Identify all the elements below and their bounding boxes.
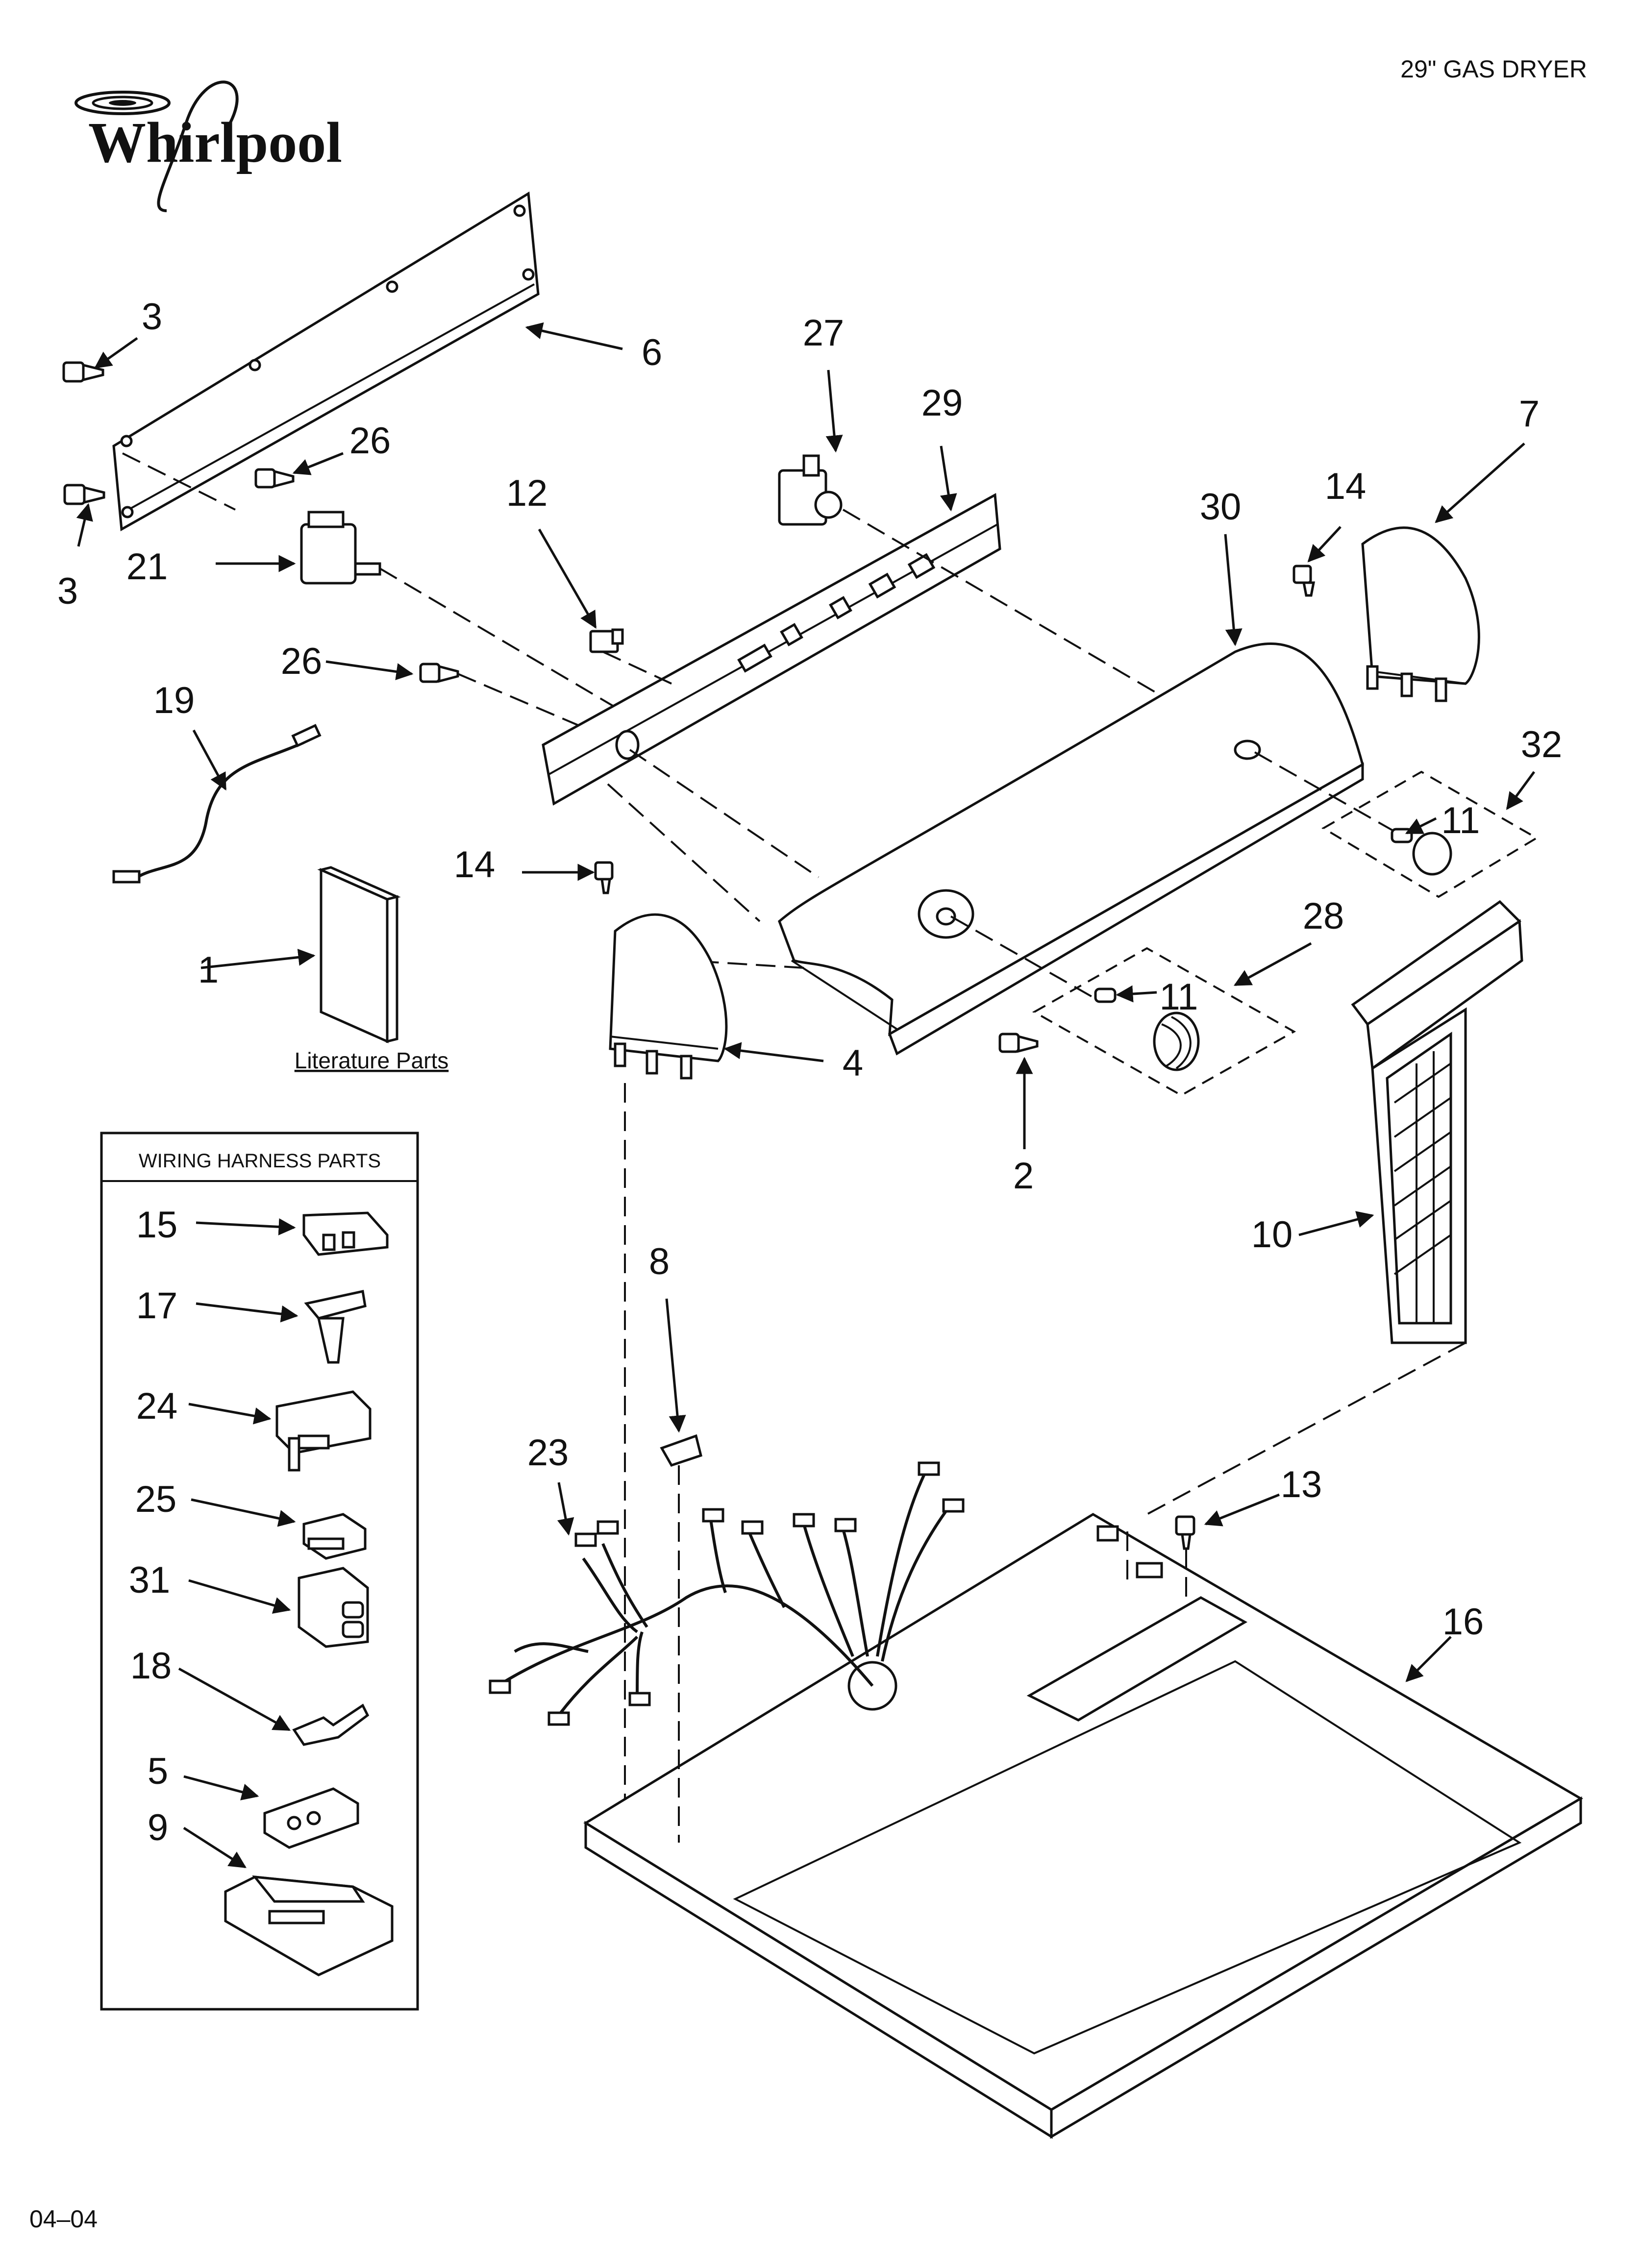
callout-11-right: 11 <box>1442 800 1480 841</box>
part-31-connector <box>298 1567 369 1648</box>
literature-parts-label: Literature Parts <box>295 1048 448 1073</box>
part-3-screw-bottom <box>63 484 105 505</box>
part-26-screw-top <box>254 468 295 489</box>
callout-29: 29 <box>921 382 963 424</box>
wiring-box-title: WIRING HARNESS PARTS <box>139 1150 381 1172</box>
callout-10: 10 <box>1251 1214 1293 1256</box>
part-14-screw-left <box>594 861 614 894</box>
part-1-literature <box>317 866 401 1043</box>
callout-18: 18 <box>130 1645 172 1687</box>
part-16-top-panel <box>583 1513 1583 2139</box>
part-9-connector-block <box>224 1875 394 1976</box>
callout-17: 17 <box>136 1285 178 1327</box>
callout-9: 9 <box>148 1807 168 1849</box>
part-19-wire <box>112 724 322 884</box>
callout-28: 28 <box>1303 895 1344 937</box>
part-10-lint-screen <box>1351 900 1523 1344</box>
callout-25: 25 <box>135 1479 177 1520</box>
part-4-end-cap <box>609 913 728 1080</box>
callout-26-mid: 26 <box>281 641 323 682</box>
part-11-spring-left <box>1094 987 1117 1003</box>
part-6-rear-panel <box>112 191 540 532</box>
callout-26-top: 26 <box>349 420 391 462</box>
callout-14-left: 14 <box>454 844 496 886</box>
part-12-clip <box>589 628 624 653</box>
callout-11-left: 11 <box>1160 976 1198 1018</box>
callout-3-bottom: 3 <box>57 570 78 612</box>
callout-30: 30 <box>1200 486 1242 528</box>
callout-1: 1 <box>198 949 219 991</box>
part-32-knob <box>1412 832 1452 876</box>
part-13-screw <box>1175 1515 1195 1550</box>
part-28-knob <box>1153 1011 1200 1071</box>
part-14-screw-right <box>1293 565 1316 597</box>
callout-5: 5 <box>148 1750 168 1792</box>
leader-lines <box>76 322 1536 1869</box>
part-28-kit-box <box>1032 947 1296 1097</box>
wiring-harness-parts-box: WIRING HARNESS PARTS <box>100 1132 419 2011</box>
part-27-component <box>778 454 843 526</box>
part-5-connector <box>263 1787 359 1849</box>
callout-27: 27 <box>803 312 845 354</box>
callout-13: 13 <box>1281 1464 1322 1505</box>
callout-12: 12 <box>506 472 548 514</box>
callout-2: 2 <box>1013 1155 1034 1197</box>
part-8-clip <box>660 1434 702 1467</box>
part-25-connector <box>302 1513 367 1560</box>
brand-wordmark: Whirlpool <box>88 110 342 174</box>
part-7-end-cap <box>1361 526 1480 702</box>
callout-31: 31 <box>129 1559 171 1601</box>
part-17-connector <box>304 1289 367 1364</box>
part-21-switch <box>300 511 381 585</box>
callout-7: 7 <box>1519 393 1540 435</box>
callout-24: 24 <box>136 1385 178 1427</box>
part-24-connector <box>275 1390 372 1472</box>
part-26-screw-mid <box>419 663 459 683</box>
callout-3-top: 3 <box>142 296 162 338</box>
callout-6: 6 <box>642 332 662 373</box>
diagram-title: 29" GAS DRYER <box>1400 55 1587 83</box>
callout-14-right: 14 <box>1325 466 1367 507</box>
date-code: 04–04 <box>29 2205 98 2233</box>
callout-23: 23 <box>527 1432 569 1474</box>
part-18-terminal <box>292 1703 370 1746</box>
part-30-console <box>778 642 1364 1056</box>
callout-8: 8 <box>649 1241 670 1282</box>
callout-32: 32 <box>1521 724 1563 765</box>
callouts: 3 3 6 26 21 12 26 19 27 29 30 7 14 32 11… <box>57 296 1562 1849</box>
callout-19: 19 <box>153 680 195 721</box>
callout-21: 21 <box>126 546 168 588</box>
part-2-screw <box>998 1033 1039 1053</box>
part-29-console-bracket <box>542 493 1001 806</box>
callout-15: 15 <box>136 1204 178 1246</box>
whirlpool-logo: Whirlpool <box>75 80 342 212</box>
part-23-wire-harness <box>489 1461 965 1726</box>
callout-4: 4 <box>843 1042 863 1084</box>
part-15-connector <box>302 1211 389 1256</box>
callout-16: 16 <box>1442 1601 1484 1643</box>
